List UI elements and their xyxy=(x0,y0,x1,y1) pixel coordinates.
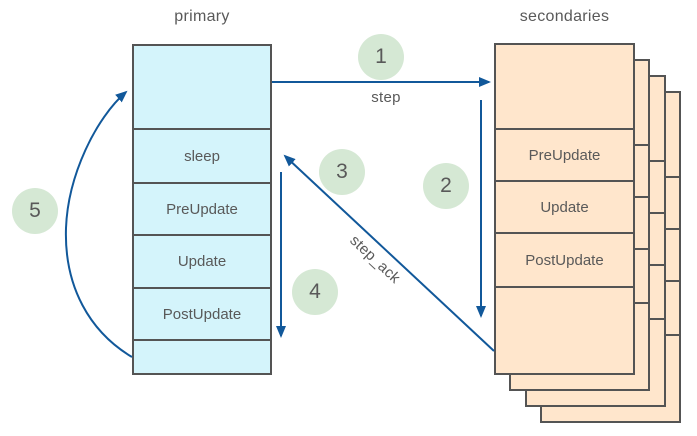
loop-back-arrow xyxy=(64,90,133,358)
secondaries-row-spacer-bottom xyxy=(496,286,633,373)
primary-row-postupdate: PostUpdate xyxy=(134,287,270,339)
step-badge-5: 5 xyxy=(12,188,58,234)
step-ack-label: step_ack xyxy=(346,231,404,288)
primary-row-preupdate: PreUpdate xyxy=(134,182,270,234)
primary-row-update: Update xyxy=(134,234,270,287)
step-badge-3: 3 xyxy=(319,149,365,195)
primary-row-spacer-top xyxy=(134,46,270,128)
primary-box: sleep PreUpdate Update PostUpdate xyxy=(132,44,272,375)
secondaries-label: secondaries xyxy=(519,8,610,25)
primary-row-sleep: sleep xyxy=(134,128,270,182)
secondaries-row-update: Update xyxy=(496,180,633,232)
primary-row-spacer-bottom xyxy=(134,339,270,373)
primary-label: primary xyxy=(174,8,230,25)
secondaries-row-preupdate: PreUpdate xyxy=(496,128,633,180)
step-label: step xyxy=(371,89,401,106)
secondaries-row-spacer-top xyxy=(496,45,633,128)
secondaries-row-postupdate: PostUpdate xyxy=(496,232,633,286)
step-badge-1: 1 xyxy=(358,34,404,80)
step-badge-2: 2 xyxy=(423,163,469,209)
secondaries-box: PreUpdate Update PostUpdate xyxy=(494,43,635,375)
step-badge-4: 4 xyxy=(292,269,338,315)
